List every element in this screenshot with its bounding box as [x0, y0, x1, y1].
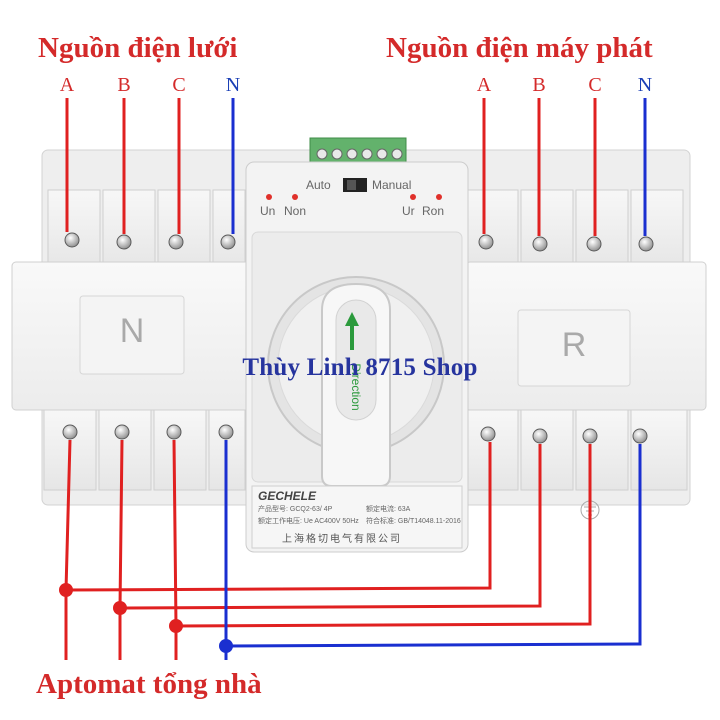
- lamp-ron-label: Ron: [422, 204, 445, 218]
- block-n-label: N: [119, 312, 145, 350]
- title-generator-source: Nguồn điện máy phát: [386, 32, 653, 64]
- mode-auto-label: Auto: [306, 178, 331, 192]
- nameplate-line-3: 额定工作电压: Ue AC400V 50Hz: [258, 518, 359, 525]
- left-bottom-terminals: [43, 409, 246, 491]
- lamp-un-indicator: [266, 194, 272, 200]
- left-top-terminals: [47, 189, 246, 271]
- lamp-un-label: Un: [260, 204, 276, 218]
- nameplate-line-1: 产品型号: GCQ2-63/ 4P: [258, 506, 333, 513]
- terminal-screws: [62, 232, 654, 444]
- block-r-label: R: [561, 326, 587, 364]
- lamp-non-label: Non: [284, 204, 307, 218]
- block-n-plate: [79, 295, 185, 375]
- left-phase-a: A: [59, 74, 75, 96]
- nameplate-line-4: 符合标准: GB/T14048.11-2016: [366, 518, 461, 525]
- nameplate: [251, 485, 463, 549]
- right-phase-n: N: [637, 74, 653, 96]
- lamp-ur-label: Ur: [402, 204, 415, 218]
- left-phase-b: B: [117, 74, 131, 96]
- left-phase-c: C: [172, 74, 186, 96]
- lamp-non-indicator: [292, 194, 298, 200]
- left-phase-n: N: [225, 74, 241, 96]
- right-phase-a: A: [476, 74, 492, 96]
- title-grid-source: Nguồn điện lưới: [38, 32, 238, 64]
- shop-watermark: Thùy Linh 8715 Shop: [242, 354, 478, 381]
- right-phase-b: B: [532, 74, 546, 96]
- title-main-breaker: Aptomat tổng nhà: [36, 668, 262, 700]
- source-wires: [65, 98, 647, 236]
- mode-manual-label: Manual: [372, 178, 412, 192]
- nameplate-line-2: 额定电流: 63A: [366, 506, 411, 513]
- lamp-ur-indicator: [410, 194, 416, 200]
- right-phase-c: C: [588, 74, 602, 96]
- brand-label: GECHELE: [258, 489, 317, 503]
- block-r-plate: [517, 309, 631, 387]
- output-wires: [64, 439, 642, 660]
- lamp-ron-indicator: [436, 194, 442, 200]
- direction-arrow-icon: [345, 312, 359, 350]
- right-top-terminals: [465, 189, 684, 271]
- wire-junctions: [59, 583, 233, 653]
- right-bottom-terminals: [465, 409, 688, 491]
- manufacturer-label: 上海格切电气有限公司: [282, 534, 402, 545]
